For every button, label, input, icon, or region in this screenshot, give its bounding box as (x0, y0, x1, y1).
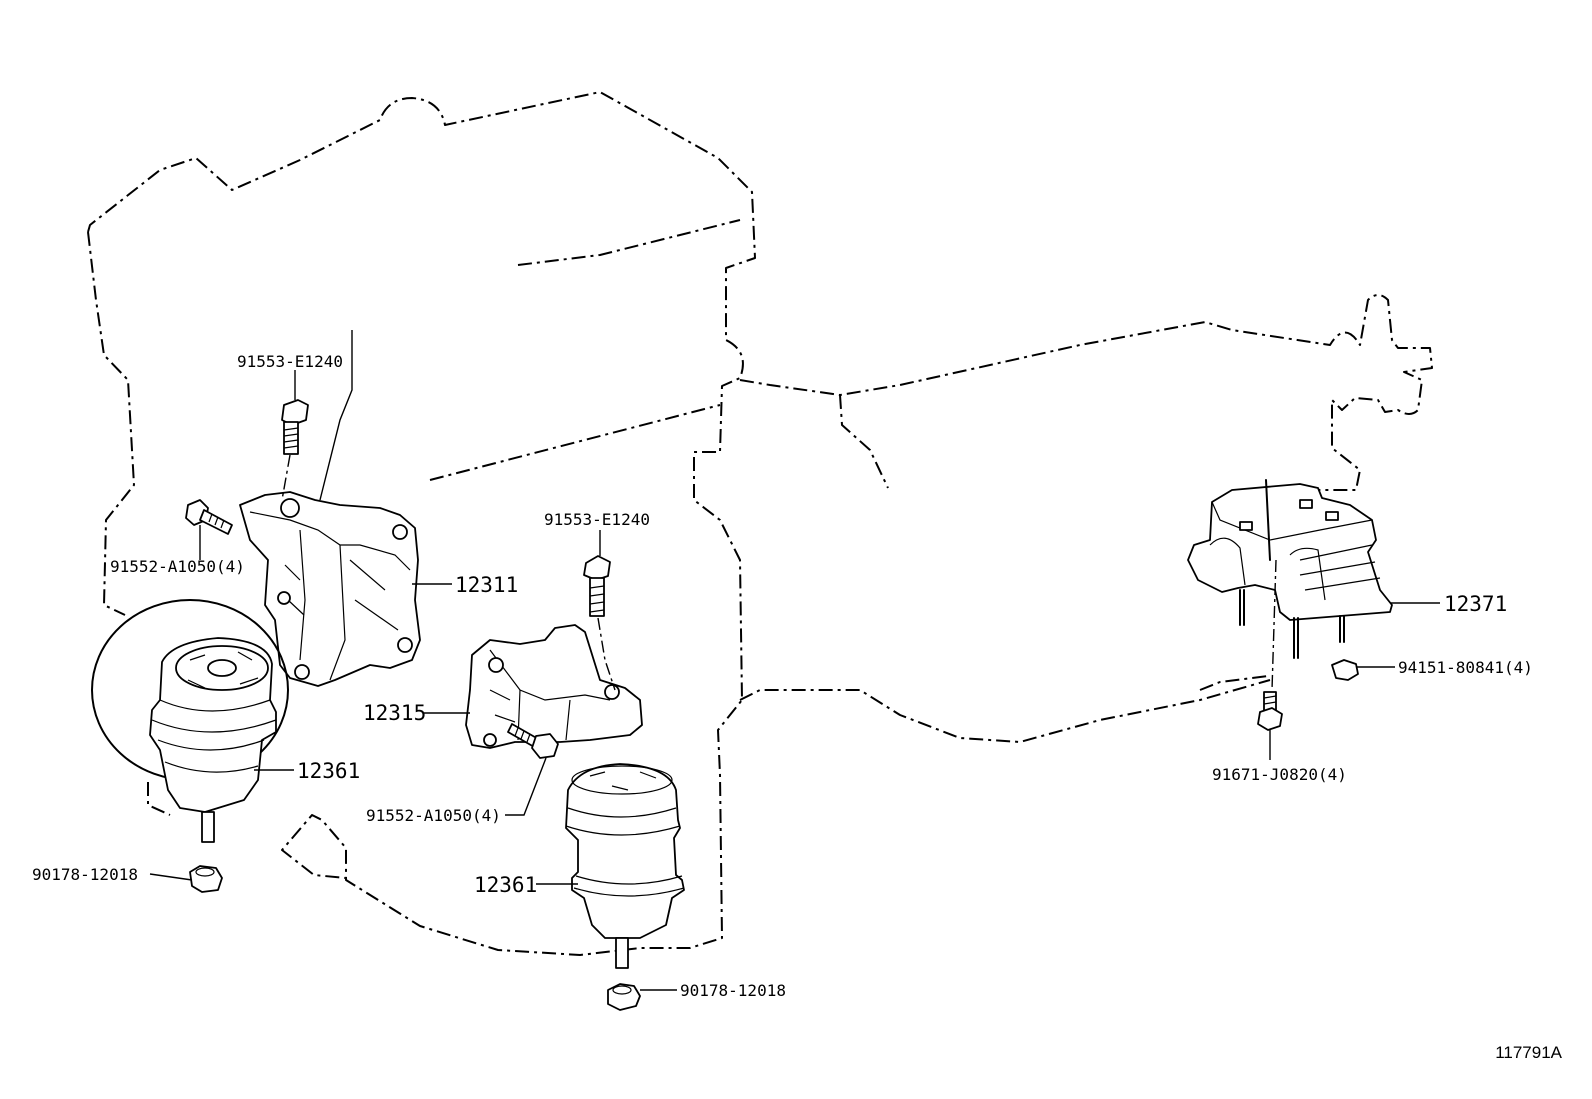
engine-phantom-outline (87, 91, 1433, 956)
engine-mount-rear (1187, 479, 1393, 691)
leader-lines (149, 330, 1440, 991)
label-rear-bolt: 91671-J0820(4) (1212, 765, 1347, 784)
nut-left (189, 865, 223, 893)
label-rear-mount: 12371 (1444, 592, 1507, 616)
nut-center (607, 983, 641, 1011)
engine-mount-bracket-center (465, 624, 643, 749)
label-bolt-lower-center: 91552-A1050(4) (366, 806, 501, 825)
label-bolt-upper-left: 91553-E1240 (237, 352, 343, 371)
bolt-rear (1257, 691, 1283, 731)
label-bracket-center: 12315 (363, 701, 426, 725)
part-number-labels: 91553-E1240 91552-A1050(4) 12311 91553-E… (32, 352, 1533, 1000)
engine-mount-insulator-center (565, 763, 685, 969)
label-insulator-left: 12361 (297, 759, 360, 783)
label-bracket-left: 12311 (455, 573, 518, 597)
label-bolt-upper-center: 91553-E1240 (544, 510, 650, 529)
label-insulator-center: 12361 (474, 873, 537, 897)
label-rear-nut: 94151-80841(4) (1398, 658, 1533, 677)
drawing-number: 117791A (1495, 1043, 1562, 1062)
engine-mount-bracket-left (239, 491, 421, 687)
nut-rear (1331, 659, 1359, 681)
bolt-upper-center (583, 555, 616, 691)
bolt-lower-center (507, 723, 559, 759)
bolt-upper-left (281, 399, 309, 501)
engine-mount-insulator-left (91, 599, 289, 843)
label-bolt-side-left: 91552-A1050(4) (110, 557, 245, 576)
label-nut-center: 90178-12018 (680, 981, 786, 1000)
label-nut-left: 90178-12018 (32, 865, 138, 884)
bolt-side-left (185, 499, 233, 535)
